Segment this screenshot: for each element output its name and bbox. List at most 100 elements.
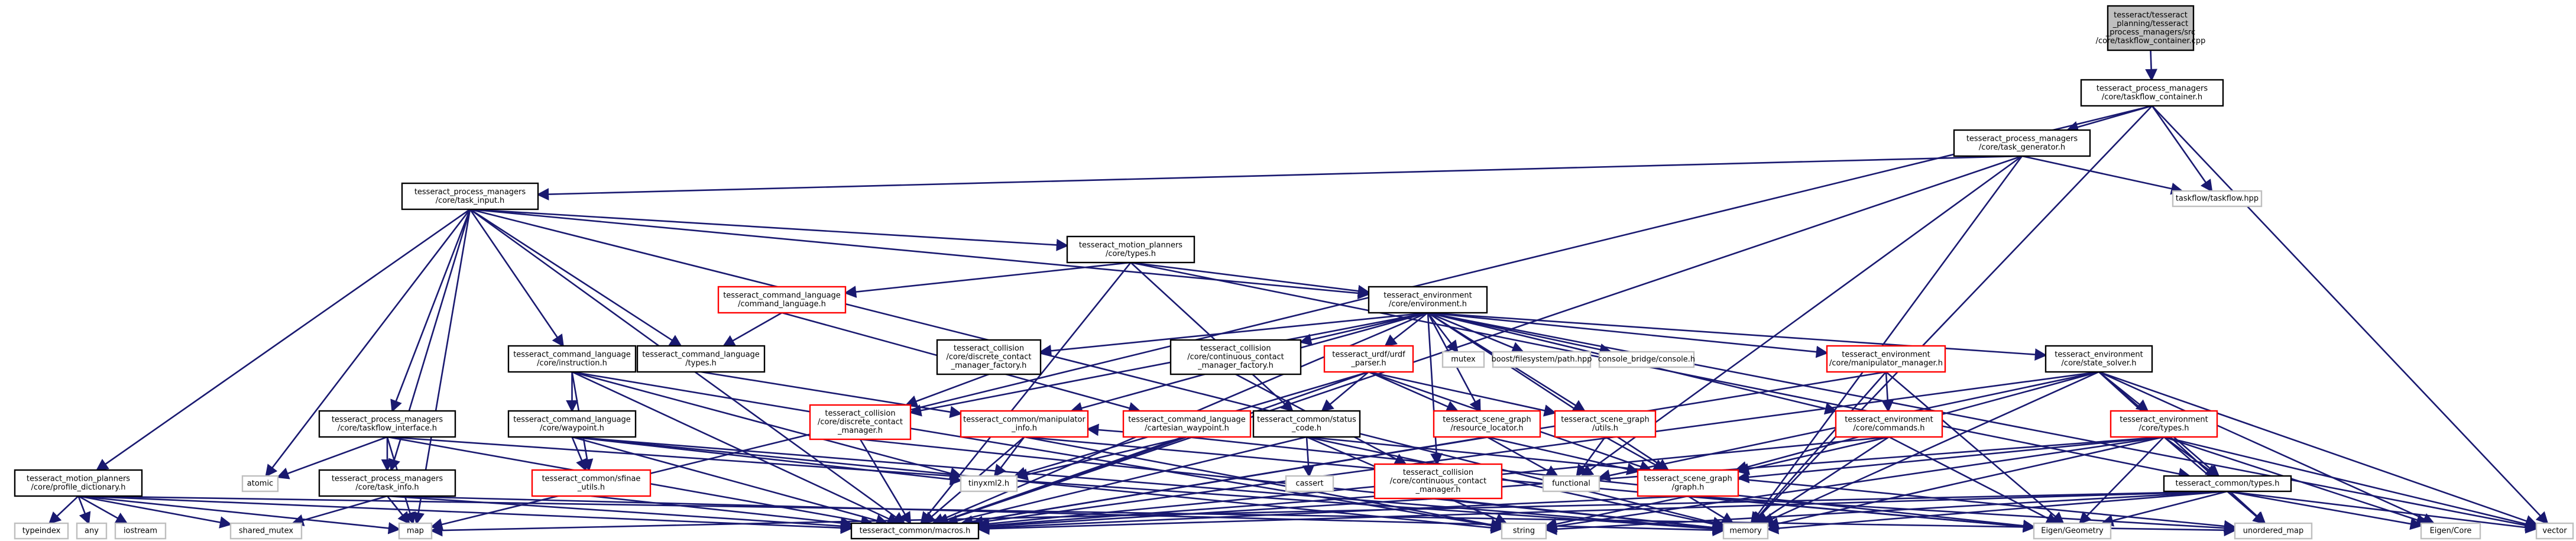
node-label-continuous_manager: /core/continuous_contact (1390, 477, 1487, 486)
node-mutex[interactable]: mutex (1441, 351, 1485, 368)
node-sg_graph[interactable]: tesseract_scene_graph/graph.h (1637, 469, 1739, 497)
edge-env_types-to-eigen_core (2163, 436, 2429, 526)
node-console_bridge[interactable]: console_bridge/console.h (1598, 351, 1695, 368)
node-label-resource_locator: tesseract_scene_graph (1443, 415, 1531, 424)
node-label-env_commands: /core/commands.h (1854, 424, 1925, 433)
node-label-taskflow_hpp: taskflow/taskflow.hpp (2176, 195, 2259, 203)
node-discrete_manager[interactable]: tesseract_collision/core/discrete_contac… (809, 404, 912, 440)
node-manipulator_manager[interactable]: tesseract_environment/core/manipulator_m… (1826, 345, 1946, 373)
node-any[interactable]: any (76, 522, 108, 540)
node-cartesian_waypoint[interactable]: tesseract_command_language/cartesian_way… (1122, 410, 1252, 438)
node-cl_types[interactable]: tesseract_command_language/types.h (636, 345, 766, 373)
edge-state_solver-to-vector (2098, 371, 2538, 527)
node-string[interactable]: string (1501, 522, 1547, 540)
node-box-status_code (1252, 410, 1361, 438)
node-profile_dictionary[interactable]: tesseract_motion_planners/core/profile_d… (14, 469, 143, 497)
node-cl_instruction[interactable]: tesseract_command_language/core/instruct… (507, 345, 637, 373)
node-continuous_factory[interactable]: tesseract_collision/core/continuous_cont… (1169, 339, 1302, 375)
edge-cartesian_waypoint-to-eigen_geometry (1187, 436, 2036, 532)
node-env_types[interactable]: tesseract_environment/core/types.h (2110, 410, 2218, 438)
node-label-common_types: tesseract_common/types.h (2176, 480, 2280, 488)
node-box-task_info (318, 469, 456, 497)
node-task_generator[interactable]: tesseract_process_managers/core/task_gen… (1953, 129, 2091, 157)
node-discrete_factory[interactable]: tesseract_collision/core/discrete_contac… (936, 339, 1042, 375)
edge-manipulator_info-to-string (1024, 436, 1504, 531)
node-resource_locator[interactable]: tesseract_scene_graph/resource_locator.h (1433, 410, 1541, 438)
node-box-state_solver (2044, 345, 2153, 373)
edge-manipulator_info-to-tinyxml2 (993, 436, 1025, 478)
edge-environment-to-urdf_parser (1384, 312, 1428, 347)
node-label-task_generator: /core/task_generator.h (1979, 143, 2065, 152)
node-sfinae_utils[interactable]: tesseract_common/sfinae_utils.h (531, 469, 652, 497)
node-box-taskflow_interface (318, 410, 456, 438)
node-label-discrete_manager: tesseract_collision (825, 409, 895, 418)
node-label-cl_types: tesseract_command_language (642, 350, 760, 359)
node-box-string (1501, 522, 1547, 540)
node-taskflow_interface[interactable]: tesseract_process_managers/core/taskflow… (318, 410, 456, 438)
node-label-continuous_manager: tesseract_collision (1403, 468, 1473, 477)
node-memory[interactable]: memory (1722, 522, 1769, 540)
node-environment[interactable]: tesseract_environment/core/environment.h (1368, 286, 1488, 314)
node-label-continuous_factory: _manager_factory.h (1197, 361, 1274, 370)
node-macros[interactable]: tesseract_common/macros.h (850, 522, 980, 540)
edge-task_info-to-memory (387, 495, 1725, 536)
node-atomic[interactable]: atomic (241, 475, 279, 493)
edge-environment-to-sg_graph (1427, 312, 1670, 471)
node-map[interactable]: map (398, 522, 433, 540)
node-box-continuous_factory (1169, 339, 1302, 375)
node-label-cassert: cassert (1295, 480, 1323, 488)
node-boost_path[interactable]: boost/filesystem/path.hpp (1491, 351, 1592, 368)
edge-common_types-to-map (430, 490, 2228, 537)
node-label-tinyxml2: tinyxml2.h (968, 480, 1009, 488)
node-label-discrete_factory: /core/discrete_contact (946, 353, 1031, 362)
edge-sg_graph-to-memory (1687, 495, 1735, 524)
node-cassert[interactable]: cassert (1285, 475, 1334, 493)
node-waypoint[interactable]: tesseract_command_language/core/waypoint… (507, 410, 637, 438)
node-functional[interactable]: functional (1542, 475, 1600, 493)
node-label-status_code: _code.h (1291, 424, 1321, 433)
node-typeindex[interactable]: typeindex (14, 522, 69, 540)
node-vector[interactable]: vector (2535, 522, 2574, 540)
edge-common_types-to-eigen_geometry (2101, 490, 2228, 527)
edge-state_solver-to-eigen_core (2098, 371, 2435, 524)
node-label-state_solver: tesseract_environment (2055, 350, 2143, 359)
node-root[interactable]: tesseract/tesseract_planning/tesseract_p… (2096, 5, 2206, 51)
node-taskflow_hpp[interactable]: taskflow/taskflow.hpp (2172, 190, 2263, 208)
node-unordered_map[interactable]: unordered_map (2234, 522, 2313, 540)
node-tinyxml2[interactable]: tinyxml2.h (960, 475, 1018, 493)
node-eigen_core[interactable]: Eigen/Core (2420, 522, 2481, 540)
node-state_solver[interactable]: tesseract_environment/core/state_solver.… (2044, 345, 2153, 373)
node-taskflow_container[interactable]: tesseract_process_managers/core/taskflow… (2080, 79, 2224, 107)
edge-environment-to-state_solver (1427, 312, 2047, 361)
node-label-manipulator_info: tesseract_common/manipulator (963, 415, 1086, 424)
node-iostream[interactable]: iostream (114, 522, 167, 540)
edge-environment-to-manipulator_manager (1427, 312, 1829, 358)
edge-waypoint-to-memory (572, 436, 1725, 534)
node-continuous_manager[interactable]: tesseract_collision/core/continuous_cont… (1373, 463, 1503, 500)
node-box-memory (1722, 522, 1769, 540)
node-status_code[interactable]: tesseract_common/status_code.h (1252, 410, 1361, 438)
node-label-cl_types: /types.h (685, 359, 717, 368)
node-task_input[interactable]: tesseract_process_managers/core/task_inp… (401, 182, 539, 210)
node-box-resource_locator (1433, 410, 1541, 438)
node-cl_command_language[interactable]: tesseract_command_language/command_langu… (717, 286, 847, 314)
node-label-environment: tesseract_environment (1383, 291, 1472, 300)
node-common_types[interactable]: tesseract_common/types.h (2163, 475, 2292, 493)
node-urdf_parser[interactable]: tesseract_urdf/urdf_parser.h (1323, 345, 1414, 373)
node-label-cartesian_waypoint: /cartesian_waypoint.h (1145, 424, 1229, 433)
edge-profile_dictionary-to-typeindex (48, 495, 79, 524)
node-manipulator_info[interactable]: tesseract_common/manipulator_info.h (960, 410, 1089, 438)
node-mp_types[interactable]: tesseract_motion_planners/core/types.h (1066, 235, 1195, 264)
node-task_info[interactable]: tesseract_process_managers/core/task_inf… (318, 469, 456, 497)
node-eigen_geometry[interactable]: Eigen/Geometry (2033, 522, 2112, 540)
node-sg_utils[interactable]: tesseract_scene_graph/utils.h (1554, 410, 1657, 438)
node-label-macros: tesseract_common/macros.h (860, 527, 971, 536)
node-env_commands[interactable]: tesseract_environment/core/commands.h (1835, 410, 1943, 438)
node-shared_mutex[interactable]: shared_mutex (229, 522, 303, 540)
node-label-status_code: tesseract_common/status (1257, 415, 1356, 424)
edge-task_input-to-mp_types (469, 208, 1069, 251)
edge-taskflow_container-to-vector (2151, 105, 2549, 524)
node-label-cl_instruction: tesseract_command_language (513, 350, 631, 359)
node-box-console_bridge (1598, 351, 1695, 368)
